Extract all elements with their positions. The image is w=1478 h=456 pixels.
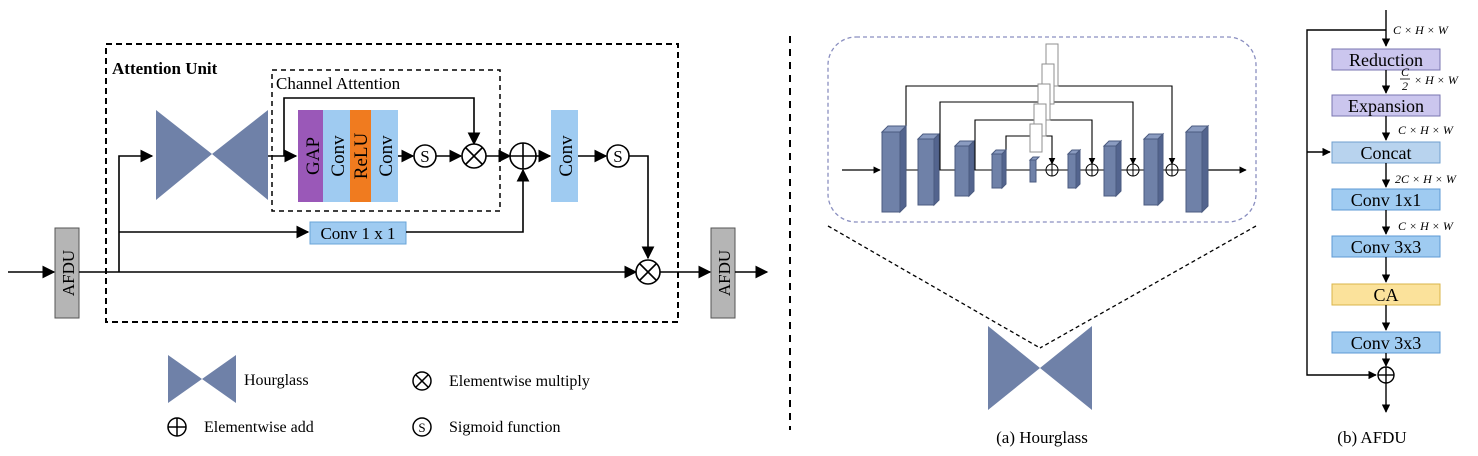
hourglass-panel: (a) Hourglass (827, 36, 1257, 447)
legend-sigmoid-icon: S (412, 417, 432, 437)
svg-text:× H × W: × H × W (1414, 73, 1459, 87)
afdu-input-label: AFDU (59, 250, 78, 296)
svg-text:S: S (418, 420, 425, 435)
svg-text:S: S (420, 147, 429, 166)
legend-hourglass-label: Hourglass (244, 372, 309, 389)
unet-block-3 (953, 139, 976, 198)
conv-a-box (323, 110, 350, 202)
legend-multiply-icon (412, 371, 432, 391)
conv-main-label: Conv (556, 135, 577, 177)
svg-text:2C × H × W: 2C × H × W (1395, 172, 1457, 186)
channel-attention-frame (271, 69, 501, 212)
gap-label: GAP (303, 137, 324, 175)
unet-block-6 (1066, 148, 1082, 190)
relu-label: ReLU (351, 133, 372, 180)
legend: Hourglass Elementwise multiply Elementwi… (167, 355, 590, 437)
afdu-panel: C × H × W Reduction C 2 × H × W Expansio… (1306, 10, 1459, 447)
afdu-output-label: AFDU (715, 250, 734, 296)
svg-text:C × H × W: C × H × W (1398, 219, 1454, 233)
unet-frame (827, 36, 1257, 223)
dim-label-2: C 2 × H × W (1400, 65, 1459, 93)
conv-a-label: Conv (328, 135, 349, 177)
conv-1x1-label: Conv 1 x 1 (320, 224, 395, 243)
conv-1x1-box (309, 221, 407, 245)
add-node (509, 142, 537, 170)
sigmoid-node-2: S (606, 144, 630, 168)
attention-unit-panel: Attention Unit Channel Attention AFDU AF… (8, 43, 769, 437)
afdu-add-node (1377, 366, 1395, 384)
svg-text:S: S (613, 147, 622, 166)
ca-label: CA (1373, 285, 1398, 305)
relu-box (350, 110, 371, 202)
svg-text:C × H × W: C × H × W (1398, 123, 1454, 137)
legend-hourglass-icon (168, 355, 236, 403)
svg-text:C × H × W: C × H × W (1393, 23, 1449, 37)
unet-block-8 (1142, 132, 1165, 207)
gap-box (298, 110, 323, 202)
legend-add-label: Elementwise add (204, 419, 314, 436)
hourglass-shape (156, 110, 268, 200)
hourglass-large (988, 326, 1092, 410)
unet-block-7 (1102, 139, 1123, 198)
expansion-label: Expansion (1348, 96, 1424, 116)
unet-add-4 (1165, 163, 1179, 177)
conv-b-box (371, 110, 398, 202)
attention-unit-frame (105, 43, 679, 323)
feature-stack (1029, 43, 1059, 153)
unet-add-3 (1126, 163, 1140, 177)
zoom-line-right (1039, 225, 1257, 349)
zoom-line-left (827, 225, 1041, 349)
conv-main-box (551, 110, 578, 202)
legend-multiply-label: Elementwise multiply (449, 373, 590, 390)
conv1x1-label: Conv 1x1 (1351, 190, 1422, 210)
unet-block-9 (1184, 124, 1210, 214)
conv-b-label: Conv (376, 135, 397, 177)
unet-block-4 (990, 148, 1008, 190)
conv3x3-a-label: Conv 3x3 (1351, 237, 1422, 257)
unet-block-5 (1028, 156, 1041, 183)
channel-attention-title: Channel Attention (276, 74, 401, 93)
afdu-output-box (710, 227, 736, 319)
attention-unit-title: Attention Unit (112, 59, 218, 78)
multiply-node-2 (635, 259, 661, 285)
unet-add-2 (1085, 163, 1099, 177)
hourglass-caption: (a) Hourglass (996, 428, 1088, 447)
legend-add-icon (167, 417, 187, 437)
legend-sigmoid-label: Sigmoid function (449, 419, 561, 436)
svg-text:C: C (1401, 65, 1410, 79)
concat-label: Concat (1361, 143, 1412, 163)
unet-block-2 (916, 132, 941, 207)
unet-add-1 (1045, 163, 1059, 177)
reduction-label: Reduction (1349, 50, 1423, 70)
unet-block-1 (880, 124, 908, 214)
svg-text:2: 2 (1402, 79, 1408, 93)
multiply-node-1 (461, 143, 487, 169)
sigmoid-node-1: S (413, 144, 437, 168)
afdu-caption: (b) AFDU (1337, 428, 1406, 447)
conv3x3-b-label: Conv 3x3 (1351, 333, 1422, 353)
